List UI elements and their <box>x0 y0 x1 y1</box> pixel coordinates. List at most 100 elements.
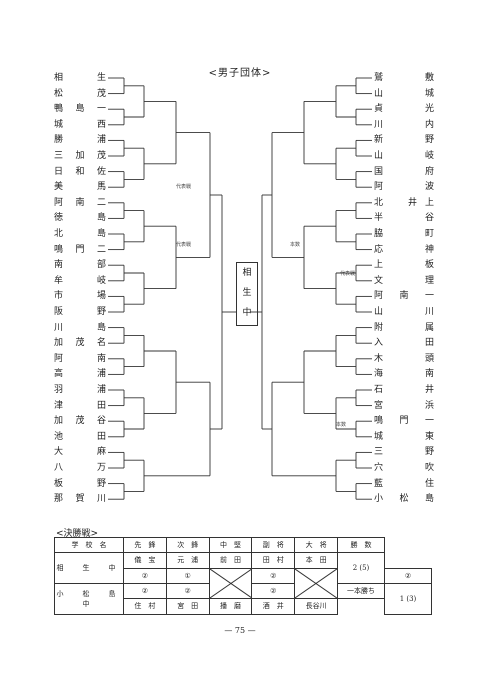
champion-char: 中 <box>242 308 252 318</box>
school-name: 小 松 島 中 <box>54 582 129 616</box>
match-mark: ② <box>251 568 296 584</box>
team-name: 牟 岐 <box>54 275 106 286</box>
team-name: 三加茂 <box>54 151 106 161</box>
team-name: 小松島 <box>374 494 434 505</box>
team-name: 新 野 <box>374 135 434 146</box>
team-name: 上 板 <box>374 260 434 271</box>
team-name: 城 西 <box>54 119 106 130</box>
player-name: 本 田 <box>294 551 338 570</box>
team-name: 鳴門一 <box>374 416 434 427</box>
team-name: 日和佐 <box>54 166 106 177</box>
team-name: 入 田 <box>374 338 434 349</box>
team-name: 大 麻 <box>54 447 106 458</box>
match-mark: ① <box>165 568 210 584</box>
team-name: 阪 野 <box>54 307 106 317</box>
bracket-note: 代表戦 <box>176 242 192 248</box>
player-name: 酒 井 <box>251 597 296 616</box>
team-name: 山 川 <box>374 307 434 317</box>
team-name: 池 田 <box>54 431 106 442</box>
player-name: 前 田 <box>208 551 253 570</box>
match-mark: ② <box>384 568 432 584</box>
champion-char: 相 <box>242 268 252 278</box>
team-name: 阿南一 <box>374 291 434 302</box>
team-name: 高 浦 <box>54 369 106 380</box>
team-name: 北 井上 <box>374 197 434 208</box>
team-name: 加茂谷 <box>54 416 106 427</box>
team-name: 津 田 <box>54 400 106 411</box>
team-name: 海 南 <box>374 369 434 380</box>
champion-box: 相 生 中 <box>236 262 258 326</box>
team-name: 鷲 敷 <box>374 73 434 83</box>
bracket-note: 本数 <box>336 422 347 428</box>
match-mark: ② <box>123 568 167 584</box>
team-name: 国 府 <box>374 166 434 177</box>
final-title: <決勝戦> <box>56 529 99 539</box>
champion-char: 生 <box>242 288 252 298</box>
team-name: 文 理 <box>374 275 434 286</box>
team-name: 美 馬 <box>54 182 106 193</box>
team-name: 応 神 <box>374 244 434 255</box>
team-name: 那賀川 <box>54 494 106 505</box>
team-name: 石 井 <box>374 385 434 395</box>
team-name: 川 内 <box>374 119 434 130</box>
team-name: 八 万 <box>54 463 106 473</box>
page-number: — 75 — <box>224 626 256 635</box>
school-name: 相 生 中 <box>54 551 124 584</box>
team-name: 松 茂 <box>54 88 106 99</box>
team-name: 鴨島一 <box>54 104 106 115</box>
player-name: 住 村 <box>123 597 167 616</box>
win-count: 2 (5) <box>337 551 385 584</box>
table-header: 学 校 名 <box>54 537 124 553</box>
team-name: 宮 浜 <box>374 400 434 411</box>
team-name: 徳 島 <box>54 213 106 224</box>
team-name: 鳴門二 <box>54 244 106 255</box>
win-count: 1 (3) <box>384 582 432 616</box>
match-mark: ② <box>251 582 296 599</box>
table-header: 勝 数 <box>337 537 385 553</box>
bracket-note: 代表戦 <box>340 271 356 277</box>
match-mark: 一本勝ち <box>337 582 385 599</box>
match-mark: ② <box>165 582 210 599</box>
table-header: 副 将 <box>251 537 296 553</box>
team-name: 勝 浦 <box>54 135 106 146</box>
team-name: 附 属 <box>374 322 434 333</box>
team-name: 藍 住 <box>374 478 434 489</box>
team-name: 阿 南 <box>54 353 106 364</box>
draw-cell <box>294 568 338 599</box>
team-name: 城 東 <box>374 431 434 442</box>
team-name: 市 場 <box>54 291 106 302</box>
player-name: 田 村 <box>251 551 296 570</box>
team-name: 半 谷 <box>374 213 434 224</box>
team-name: 相 生 <box>54 73 106 83</box>
team-name: 阿南二 <box>54 197 106 208</box>
player-name: 長谷川 <box>294 597 338 616</box>
table-header: 先 鋒 <box>123 537 167 553</box>
final-result-table: 学 校 名 先 鋒 次 鋒 中 堅 副 将 大 将 勝 数 相 生 中 儀 宝 … <box>54 537 432 616</box>
table-header: 次 鋒 <box>165 537 210 553</box>
team-name: 穴 吹 <box>374 463 434 473</box>
team-name: 板 野 <box>54 478 106 489</box>
table-header: 大 将 <box>294 537 338 553</box>
bracket-note: 代表戦 <box>176 184 192 190</box>
bracket-note: 本数 <box>290 242 301 248</box>
team-name: 三 野 <box>374 447 434 458</box>
team-name: 加茂名 <box>54 338 106 349</box>
page-title: <男子団体> <box>208 68 272 79</box>
team-name: 南 部 <box>54 260 106 271</box>
team-name: 阿 波 <box>374 182 434 193</box>
team-name: 川 島 <box>54 322 106 333</box>
team-name: 木 頭 <box>374 353 434 364</box>
draw-cell <box>208 568 253 599</box>
team-name: 貞 光 <box>374 104 434 115</box>
team-name: 羽 浦 <box>54 385 106 395</box>
player-name: 儀 宝 <box>123 551 167 570</box>
team-name: 脇 町 <box>374 229 434 239</box>
team-name: 北 島 <box>54 229 106 239</box>
table-header: 中 堅 <box>208 537 253 553</box>
team-name: 山 城 <box>374 88 434 99</box>
player-name: 宮 田 <box>165 597 210 616</box>
team-name: 山 岐 <box>374 151 434 161</box>
player-name: 播 磨 <box>208 597 253 616</box>
player-name: 元 浦 <box>165 551 210 570</box>
